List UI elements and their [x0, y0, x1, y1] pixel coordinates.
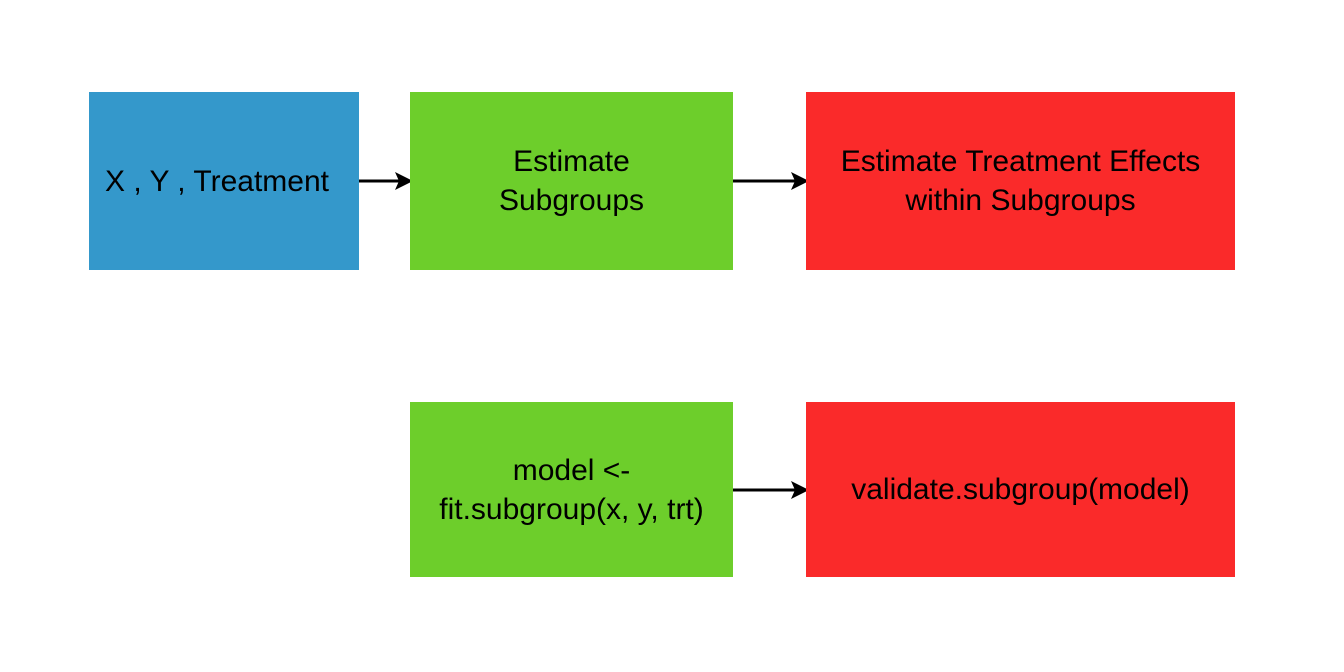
arrow-data-to-estimate-subgroups	[359, 172, 413, 190]
arrow-fit-subgroup-to-validate-subgroup	[733, 481, 809, 499]
arrow-estimate-subgroups-to-estimate-effects	[733, 172, 809, 190]
node-data-inputs[interactable]: X , Y , Treatment	[89, 92, 359, 270]
node-estimate-treatment-effects[interactable]: Estimate Treatment Effects within Subgro…	[806, 92, 1235, 270]
node-validate-subgroup-code[interactable]: validate.subgroup(model)	[806, 402, 1235, 577]
node-fit-subgroup-code[interactable]: model <- fit.subgroup(x, y, trt)	[410, 402, 733, 577]
node-estimate-subgroups[interactable]: Estimate Subgroups	[410, 92, 733, 270]
